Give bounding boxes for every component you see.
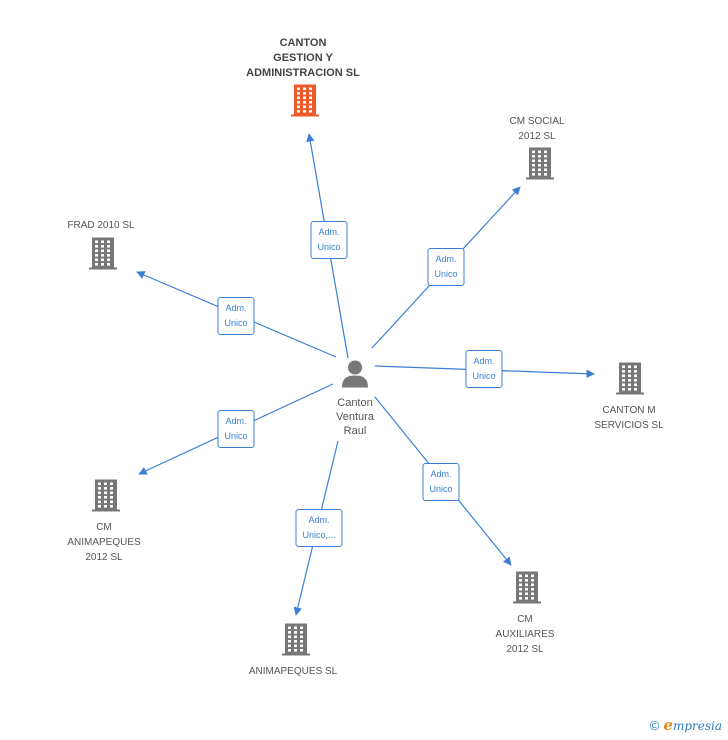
building-icon[interactable] <box>512 571 542 610</box>
company-label-cm-social[interactable]: CM SOCIAL 2012 SL <box>509 116 565 142</box>
building-icon[interactable] <box>615 362 645 401</box>
company-label-canton-m[interactable]: CANTON M SERVICIOS SL <box>594 405 664 431</box>
edge-role-cm-social[interactable]: Adm. Unico <box>427 248 465 286</box>
edge-role-frad-2010[interactable]: Adm. Unico <box>217 297 255 335</box>
company-label-frad-2010[interactable]: FRAD 2010 SL <box>67 220 135 231</box>
edge-role-cm-auxiliares[interactable]: Adm. Unico <box>422 463 460 501</box>
edge-role-canton-m[interactable]: Adm. Unico <box>465 350 503 388</box>
building-icon[interactable] <box>290 84 320 123</box>
person-icon[interactable] <box>340 359 370 394</box>
edge-role-canton-gestion[interactable]: Adm. Unico <box>310 221 348 259</box>
building-icon[interactable] <box>525 147 555 186</box>
company-label-animapeques[interactable]: ANIMAPEQUES SL <box>248 666 338 677</box>
person-name[interactable]: Canton Ventura Raul <box>336 397 374 437</box>
company-label-cm-auxiliares[interactable]: CM AUXILIARES 2012 SL <box>495 614 555 655</box>
copyright-icon: © <box>649 717 660 733</box>
building-icon[interactable] <box>88 237 118 276</box>
building-icon[interactable] <box>91 479 121 518</box>
building-icon[interactable] <box>281 623 311 662</box>
brand-logo: empresia <box>663 716 722 734</box>
company-label-cm-animapeques[interactable]: CM ANIMAPEQUES 2012 SL <box>67 522 141 563</box>
company-label-canton-gestion[interactable]: CANTON GESTION Y ADMINISTRACION SL <box>246 37 360 79</box>
edge-role-cm-animapeques[interactable]: Adm. Unico <box>217 410 255 448</box>
footer-credit: © empresia <box>650 716 722 734</box>
edge-role-animapeques[interactable]: Adm. Unico,... <box>295 509 343 547</box>
